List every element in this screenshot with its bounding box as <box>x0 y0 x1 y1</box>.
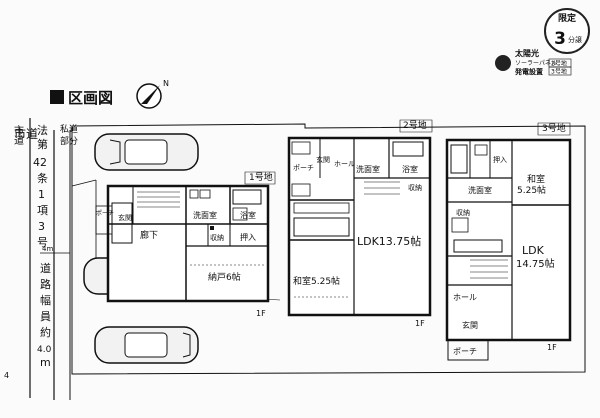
svg-text:部分: 部分 <box>60 135 78 147</box>
svg-text:m: m <box>40 356 51 369</box>
svg-text:和室5.25帖: 和室5.25帖 <box>293 275 340 287</box>
city-road: 市道 市道 <box>12 118 38 398</box>
svg-text:私道: 私道 <box>60 123 78 135</box>
svg-text:1F: 1F <box>256 309 266 318</box>
svg-text:ホール: ホール <box>334 160 355 168</box>
lot-1-plan: 1号地 ポーチ 玄関 廊下 洗面室 浴室 収納 押入 納戸6帖 1F <box>95 171 276 318</box>
svg-text:廊下: 廊下 <box>140 229 158 241</box>
svg-text:42: 42 <box>33 156 47 169</box>
compass-icon: N <box>136 79 169 109</box>
svg-text:約: 約 <box>40 325 51 339</box>
road-label-vertical: 市道 <box>12 124 24 145</box>
solar-panel-legend: 太陽光 ソーラーパネル 発電設置 2号地 3号地 <box>495 48 572 76</box>
svg-text:発電設置: 発電設置 <box>514 67 543 76</box>
svg-text:太陽光: 太陽光 <box>514 48 539 58</box>
svg-text:玄関: 玄関 <box>118 213 132 222</box>
svg-text:1F: 1F <box>547 343 557 352</box>
svg-text:ポーチ: ポーチ <box>293 164 314 172</box>
road-width-label: 4m 道 路 幅 員 約 4.0 m <box>37 245 70 369</box>
svg-text:法: 法 <box>37 123 48 137</box>
svg-text:収納: 収納 <box>210 233 224 242</box>
svg-text:押入: 押入 <box>240 232 256 242</box>
svg-text:和室: 和室 <box>527 173 545 185</box>
svg-text:玄関: 玄関 <box>316 155 330 164</box>
svg-text:分譲: 分譲 <box>568 35 582 44</box>
road-label: 市道 <box>14 126 38 141</box>
svg-text:2号地: 2号地 <box>551 60 567 68</box>
lot-2-plan: 2号地 ポーチ 玄関 ホール 洗面室 浴室 収納 LDK13.75帖 和室5.2… <box>287 119 433 328</box>
svg-text:4m: 4m <box>42 245 53 253</box>
svg-text:項: 項 <box>37 204 48 217</box>
corner-mark: 4 <box>4 371 9 380</box>
svg-text:ポーチ: ポーチ <box>96 209 114 217</box>
svg-text:幅: 幅 <box>40 294 51 307</box>
svg-text:3: 3 <box>554 29 566 49</box>
lot-tag: 1号地 <box>249 171 273 183</box>
svg-text:1F: 1F <box>415 319 425 328</box>
svg-text:ポーチ: ポーチ <box>453 347 477 356</box>
svg-text:号: 号 <box>37 236 48 249</box>
svg-text:浴室: 浴室 <box>240 210 256 220</box>
svg-text:3: 3 <box>38 220 45 233</box>
svg-text:条: 条 <box>37 171 48 185</box>
svg-text:納戸6帖: 納戸6帖 <box>208 271 241 283</box>
svg-text:ソーラーパネル: ソーラーパネル <box>515 60 557 67</box>
site-boundary <box>71 123 586 375</box>
svg-text:収納: 収納 <box>408 183 422 192</box>
road-law-label: 法 第 42 条 1 項 3 号 <box>33 123 48 249</box>
svg-text:第: 第 <box>37 137 48 151</box>
lot-3-plan: 3号地 押入 和室 5.25帖 洗面室 LDK 14.75帖 ホール 玄関 ポー… <box>445 122 572 361</box>
svg-text:道: 道 <box>40 261 51 275</box>
svg-text:洗面室: 洗面室 <box>468 185 492 195</box>
svg-text:玄関: 玄関 <box>462 320 478 330</box>
lot-tag: 2号地 <box>403 119 427 131</box>
svg-text:限定: 限定 <box>558 12 577 24</box>
svg-text:3号地: 3号地 <box>551 68 567 76</box>
svg-text:洗面室: 洗面室 <box>356 164 380 174</box>
sun-icon <box>495 55 511 71</box>
private-road-label: 私道 部分 <box>60 123 78 147</box>
lot-tag: 3号地 <box>542 122 566 134</box>
svg-text:4.0: 4.0 <box>37 345 52 355</box>
svg-text:ホール: ホール <box>453 293 477 302</box>
svg-text:押入: 押入 <box>493 155 507 164</box>
svg-text:N: N <box>163 79 169 88</box>
car-icon <box>94 133 199 171</box>
svg-text:路: 路 <box>40 278 51 291</box>
svg-text:1: 1 <box>38 188 45 201</box>
svg-text:5.25帖: 5.25帖 <box>517 184 546 196</box>
svg-text:員: 員 <box>40 310 51 323</box>
svg-text:LDK: LDK <box>522 244 545 257</box>
car-icon <box>94 326 199 364</box>
title: 区画図 <box>68 89 113 107</box>
svg-text:収納: 収納 <box>456 208 470 217</box>
svg-text:浴室: 浴室 <box>402 164 418 174</box>
lot-count-badge: 限定 3 分譲 <box>544 8 590 54</box>
svg-text:LDK13.75帖: LDK13.75帖 <box>357 235 421 248</box>
svg-text:洗面室: 洗面室 <box>193 210 217 220</box>
svg-text:14.75帖: 14.75帖 <box>516 257 555 270</box>
title-square-icon <box>50 90 64 104</box>
